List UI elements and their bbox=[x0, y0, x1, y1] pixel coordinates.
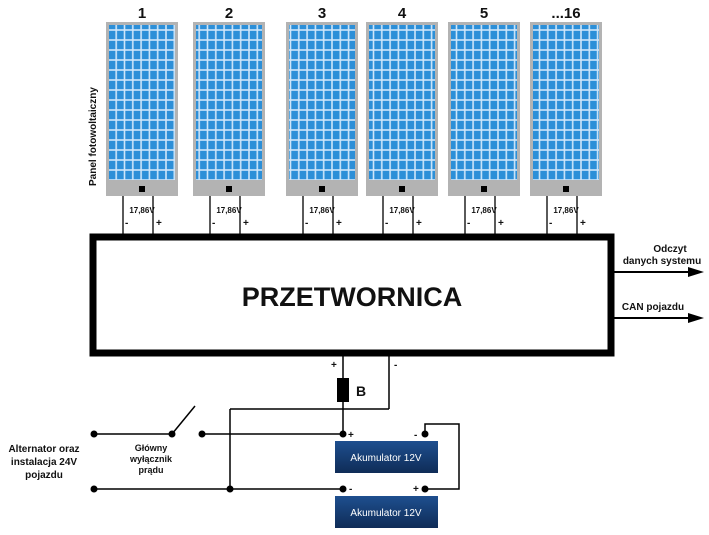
switch-label-3: prądu bbox=[138, 465, 163, 475]
panel-voltage: 17,86V bbox=[471, 206, 497, 215]
switch-label-1: Główny bbox=[135, 443, 168, 453]
junction-box bbox=[481, 186, 487, 192]
converter-label: PRZETWORNICA bbox=[242, 282, 462, 312]
converter-minus-label: - bbox=[394, 360, 397, 371]
battery-2-plus: + bbox=[413, 484, 419, 495]
battery-2-label: Akumulator 12V bbox=[350, 508, 421, 519]
junction-dots bbox=[90, 430, 429, 493]
panel-cells bbox=[533, 25, 599, 180]
panel-number: ...16 bbox=[551, 5, 580, 22]
panel-voltage: 17,86V bbox=[553, 206, 579, 215]
output-can-arrow bbox=[611, 313, 704, 323]
panel-minus-label: - bbox=[212, 218, 215, 229]
panel-number: 3 bbox=[318, 5, 326, 22]
junction-box bbox=[399, 186, 405, 192]
panel-number: 4 bbox=[398, 5, 407, 22]
main-switch-blade bbox=[171, 405, 196, 435]
solar-panel-5: 5 17,86V- + bbox=[448, 5, 520, 236]
panel-cells bbox=[451, 25, 517, 180]
fuse-b bbox=[337, 378, 349, 402]
alternator-label-2: instalacja 24V bbox=[11, 457, 77, 468]
panel-voltage: 17,86V bbox=[216, 206, 242, 215]
panel-plus-label: + bbox=[498, 218, 504, 229]
solar-panel-array: 117,86V-+217,86V-+317,86V-+417,86V-+517,… bbox=[106, 5, 602, 236]
panel-plus-label: + bbox=[243, 218, 249, 229]
switch-label-2: wyłącznik bbox=[129, 454, 173, 464]
battery-1-plus: + bbox=[348, 430, 354, 441]
battery-1-minus: - bbox=[414, 430, 417, 441]
panel-side-label: Panel fotowoltaiczny bbox=[88, 87, 99, 186]
converter-box bbox=[89, 233, 615, 357]
panel-voltage: 17,86V bbox=[309, 206, 335, 215]
panel-plus-label: + bbox=[156, 218, 162, 229]
panel-voltage: 17,86V bbox=[389, 206, 415, 215]
battery-1 bbox=[335, 441, 438, 473]
panel-number: 2 bbox=[225, 5, 233, 22]
junction-box bbox=[319, 186, 325, 192]
solar-panel-3: 3 17,86V- + bbox=[286, 5, 358, 236]
output-system-data-arrow bbox=[611, 267, 704, 277]
battery-2-minus: - bbox=[349, 484, 352, 495]
panel-minus-label: - bbox=[549, 218, 552, 229]
panel-plus-label: + bbox=[336, 218, 342, 229]
panel-minus-label: - bbox=[467, 218, 470, 229]
alternator-label-1: Alternator oraz bbox=[8, 444, 79, 455]
wiring bbox=[94, 356, 460, 490]
solar-panel-1: 1 17,86V- + bbox=[106, 5, 178, 236]
panel-minus-label: - bbox=[305, 218, 308, 229]
panel-cells bbox=[289, 25, 355, 180]
output-system-data-label-2: danych systemu bbox=[623, 256, 701, 267]
panel-cells bbox=[369, 25, 435, 180]
panel-number: 5 bbox=[480, 5, 488, 22]
solar-panel-6: ...16 17,86V- + bbox=[530, 5, 602, 236]
panel-number: 1 bbox=[138, 5, 146, 22]
fuse-label: B bbox=[356, 383, 366, 399]
panel-voltage: 17,86V bbox=[129, 206, 155, 215]
battery-2 bbox=[335, 496, 438, 528]
panel-minus-label: - bbox=[385, 218, 388, 229]
panel-minus-label: - bbox=[125, 218, 128, 229]
output-can-label: CAN pojazdu bbox=[622, 302, 684, 313]
output-system-data-label-1: Odczyt bbox=[653, 244, 687, 255]
panel-cells bbox=[109, 25, 175, 180]
panel-plus-label: + bbox=[416, 218, 422, 229]
alternator-label-3: pojazdu bbox=[25, 470, 63, 481]
junction-box bbox=[226, 186, 232, 192]
solar-panel-4: 4 17,86V- + bbox=[366, 5, 438, 236]
junction-box bbox=[139, 186, 145, 192]
panel-cells bbox=[196, 25, 262, 180]
converter-plus-label: + bbox=[331, 360, 337, 371]
battery-1-label: Akumulator 12V bbox=[350, 453, 421, 464]
junction-box bbox=[563, 186, 569, 192]
panel-plus-label: + bbox=[580, 218, 586, 229]
solar-panel-2: 2 17,86V- + bbox=[193, 5, 265, 236]
